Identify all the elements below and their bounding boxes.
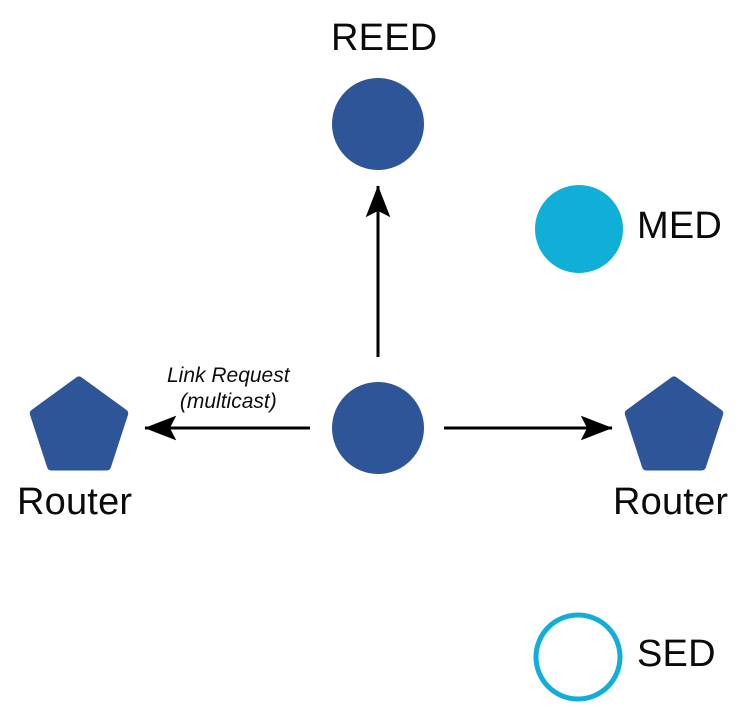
node-router-left[interactable] bbox=[29, 376, 129, 471]
node-label-router-right: Router bbox=[613, 481, 729, 523]
node-sender-center[interactable] bbox=[332, 382, 424, 474]
edge-label-line-2: (multicast) bbox=[179, 389, 277, 413]
node-reed[interactable] bbox=[332, 78, 424, 170]
node-sed[interactable] bbox=[533, 612, 623, 702]
node-label-sed: SED bbox=[637, 633, 716, 675]
node-label-med: MED bbox=[637, 205, 723, 247]
nodes-group bbox=[29, 78, 724, 702]
edges-group bbox=[144, 185, 613, 441]
node-label-reed: REED bbox=[331, 17, 438, 59]
node-router-right[interactable] bbox=[624, 376, 724, 471]
edge-label-line-1: Link Request bbox=[167, 364, 290, 387]
node-med[interactable] bbox=[535, 185, 623, 273]
edge-label-link-request: Link Request (multicast) bbox=[167, 363, 290, 414]
node-label-router-left: Router bbox=[17, 481, 133, 523]
